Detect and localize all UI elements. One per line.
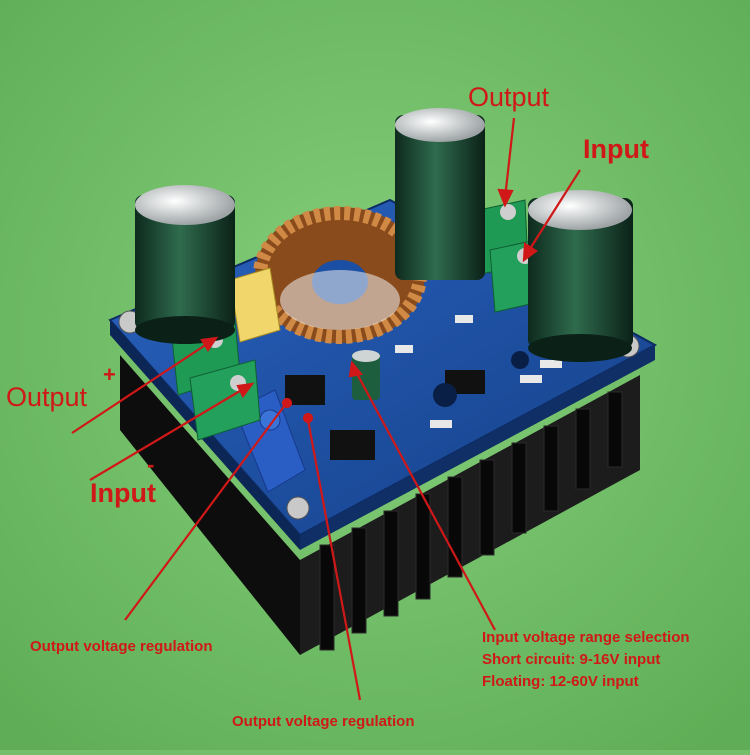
minus-sign: - xyxy=(147,452,155,477)
toroidal-inductor xyxy=(253,206,427,344)
capacitor-small xyxy=(352,350,380,400)
input-label-left: Input xyxy=(90,478,156,508)
capacitor-center xyxy=(395,108,485,280)
screw xyxy=(286,496,310,520)
input-range-line-1: Input voltage range selection xyxy=(482,629,690,646)
capacitor-right xyxy=(528,190,633,362)
input-range-line-3: Floating: 12-60V input xyxy=(482,673,639,690)
input-range-line-2: Short circuit: 9-16V input xyxy=(482,651,661,668)
transistor xyxy=(285,375,325,405)
input-label-top: Input xyxy=(583,134,649,164)
output-label-top: Output xyxy=(468,82,550,112)
plus-sign: + xyxy=(103,362,116,387)
capacitor-left xyxy=(135,185,235,344)
fuse xyxy=(229,267,281,343)
annotation-arrows xyxy=(71,117,581,701)
output-voltage-regulation-label-1: Output voltage regulation xyxy=(30,638,213,655)
ic-chip xyxy=(330,430,375,460)
output-label-left: Output xyxy=(6,382,88,412)
output-voltage-regulation-label-2: Output voltage regulation xyxy=(232,713,415,730)
